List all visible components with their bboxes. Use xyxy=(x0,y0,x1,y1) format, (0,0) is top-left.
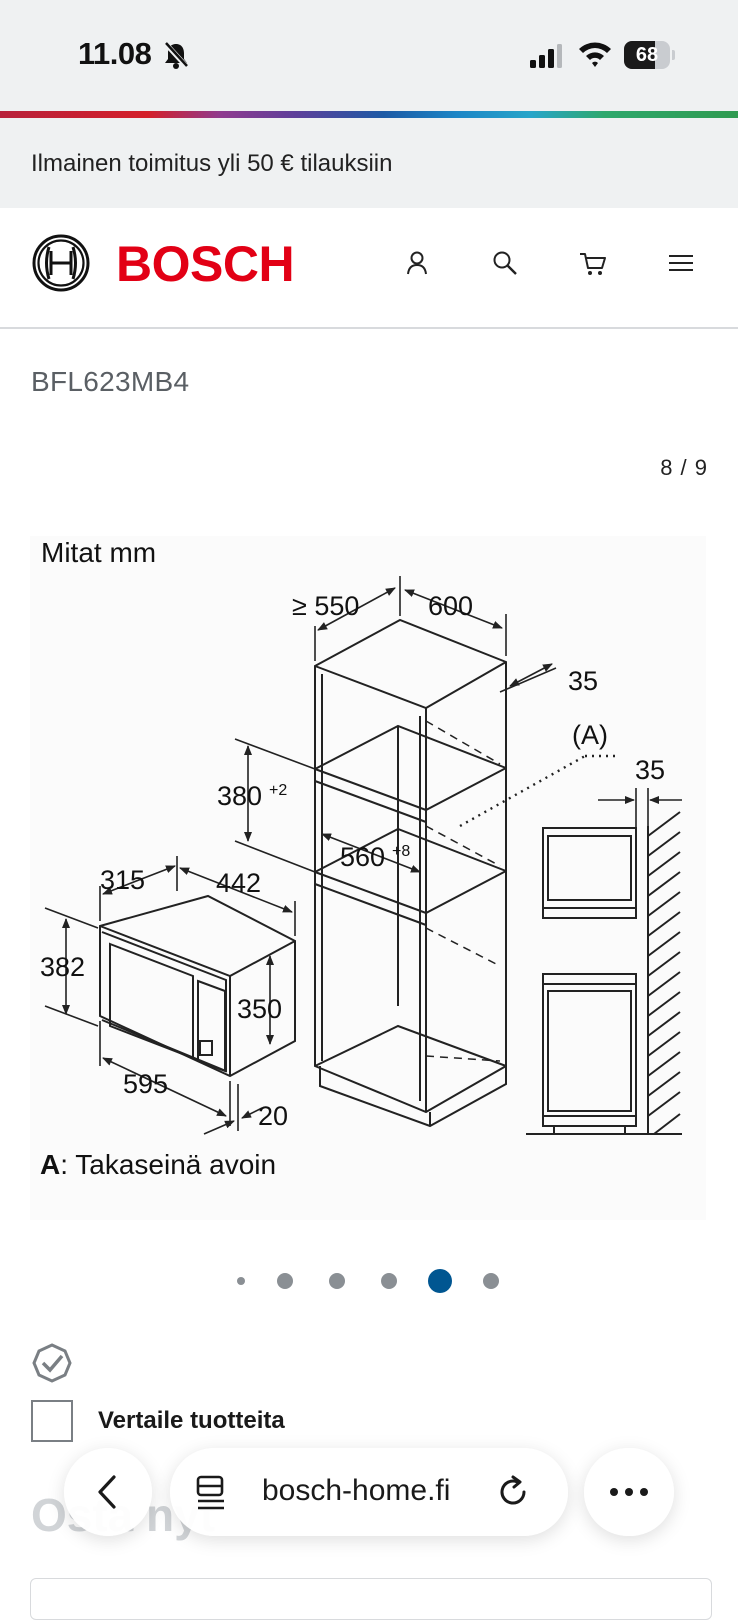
gallery-dot-4[interactable] xyxy=(381,1273,397,1289)
reload-icon[interactable] xyxy=(496,1475,530,1509)
dim-315: 315 xyxy=(100,865,145,895)
dim-600: 600 xyxy=(428,591,473,621)
microwave-drawing xyxy=(99,894,296,1078)
dimension-diagram[interactable]: Mitat mm xyxy=(30,536,706,1220)
browser-address-bar[interactable]: bosch-home.fi xyxy=(170,1448,568,1536)
promo-text: Ilmainen toimitus yli 50 € tilauksiin xyxy=(31,150,393,177)
url-text: bosch-home.fi xyxy=(262,1474,451,1507)
note-text: : Takaseinä avoin xyxy=(60,1149,276,1180)
browser-more-button[interactable] xyxy=(584,1448,674,1536)
gallery-dot-1[interactable] xyxy=(237,1277,245,1285)
brand-color-stripe xyxy=(0,111,738,118)
dim-35-side: 35 xyxy=(635,755,665,785)
dim-560-tolerance: +8 xyxy=(392,843,410,860)
gallery-dot-3[interactable] xyxy=(329,1273,345,1289)
dim-595: 595 xyxy=(123,1069,168,1099)
status-time: 11.08 xyxy=(78,36,152,71)
dim-442: 442 xyxy=(216,868,261,898)
tall-cabinet-drawing xyxy=(314,618,507,1128)
battery-fill xyxy=(624,41,656,69)
site-header: BOSCH xyxy=(0,208,738,329)
label-a: (A) xyxy=(572,720,608,750)
gallery-dot-6[interactable] xyxy=(483,1273,499,1289)
dim-380-tolerance: +2 xyxy=(269,782,287,799)
side-view-drawing xyxy=(526,811,682,1135)
user-icon[interactable] xyxy=(402,248,432,278)
browser-back-button[interactable] xyxy=(64,1448,152,1536)
gallery-pagination xyxy=(232,1266,512,1296)
battery-indicator: 68 xyxy=(624,41,675,69)
cellular-signal-icon xyxy=(530,44,562,68)
diagram-note: A: Takaseinä avoin xyxy=(40,1149,276,1180)
dim-560: 560 xyxy=(340,842,385,872)
diagram-title: Mitat mm xyxy=(41,537,156,568)
status-bar: 11.08 68 xyxy=(0,0,738,112)
dim-350: 350 xyxy=(237,994,282,1024)
wifi-icon xyxy=(579,42,611,67)
bosch-logo-icon[interactable] xyxy=(31,233,91,293)
purchase-box xyxy=(30,1578,712,1620)
dim-20: 20 xyxy=(258,1101,288,1131)
gallery-counter: 8 / 9 xyxy=(660,455,708,480)
battery-level: 68 xyxy=(635,44,659,66)
page-menu-icon[interactable] xyxy=(194,1474,228,1510)
dimension-labels: ≥ 550 600 35 (A) 35 380 +2 560 +8 315 44… xyxy=(40,591,665,1131)
bell-muted-icon xyxy=(163,41,189,69)
chevron-left-icon xyxy=(98,1475,116,1509)
search-icon[interactable] xyxy=(490,248,520,278)
dim-35-depth: 35 xyxy=(568,666,598,696)
dimension-drawing: Mitat mm xyxy=(40,537,682,1180)
cart-icon[interactable] xyxy=(578,248,608,278)
compare-checkbox[interactable] xyxy=(31,1400,73,1442)
compare-label[interactable]: Vertaile tuotteita xyxy=(98,1407,285,1434)
dimension-lines xyxy=(44,576,682,1135)
product-model: BFL623MB4 xyxy=(31,366,190,397)
dim-min-550: ≥ 550 xyxy=(292,591,359,621)
promo-banner: Ilmainen toimitus yli 50 € tilauksiin xyxy=(0,118,738,208)
menu-icon[interactable] xyxy=(666,248,696,278)
dim-382: 382 xyxy=(40,952,85,982)
gallery-dot-2[interactable] xyxy=(277,1273,293,1289)
note-key: A xyxy=(40,1149,60,1180)
gallery-dot-5-active[interactable] xyxy=(428,1269,452,1293)
brand-wordmark[interactable]: BOSCH xyxy=(116,236,295,292)
dim-380: 380 xyxy=(217,781,262,811)
more-dots-icon xyxy=(610,1488,648,1496)
compare-check-icon xyxy=(32,1343,72,1383)
